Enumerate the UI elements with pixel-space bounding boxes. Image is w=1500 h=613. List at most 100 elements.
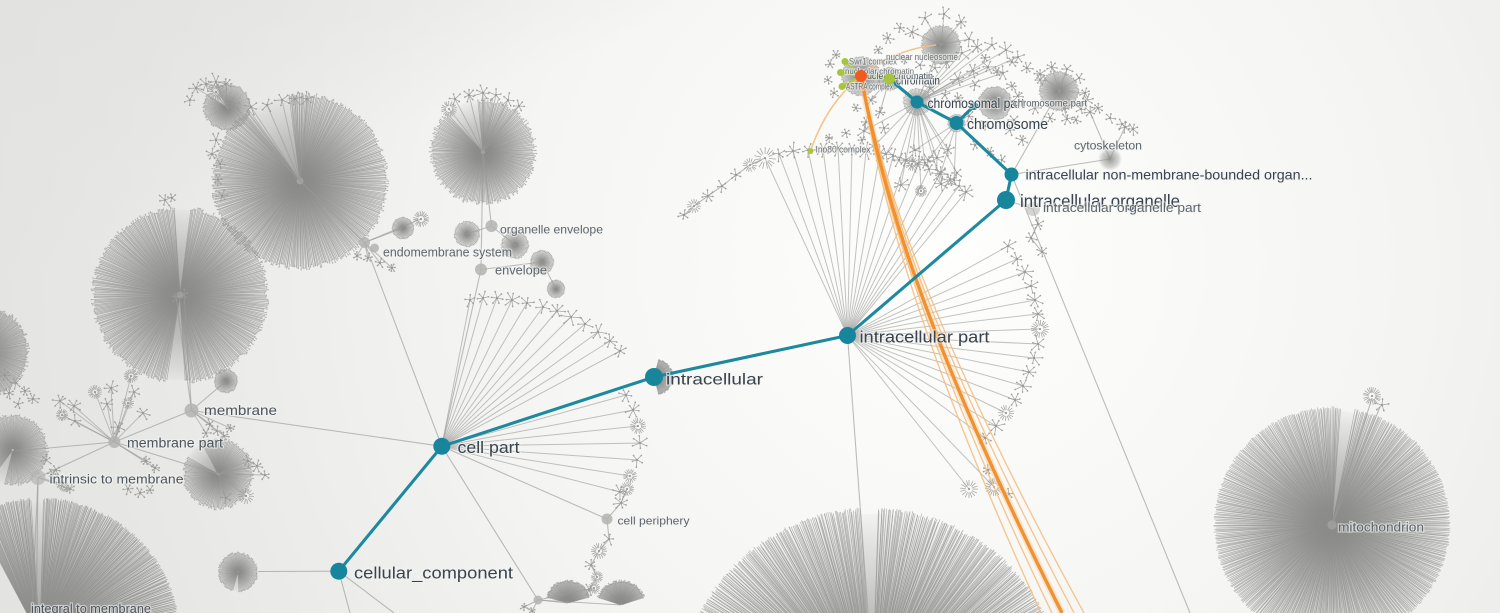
sprig: [823, 75, 833, 85]
sprig: [67, 399, 82, 414]
cluster-bursts: [0, 24, 1451, 613]
sprig: [841, 128, 851, 139]
path-node-chromosome_part_mini[interactable]: [970, 102, 978, 110]
node-label-nuclear-chromatin: nuclear chromatin: [862, 71, 933, 82]
path-node-cellular_component[interactable]: [330, 562, 348, 580]
sprig: [980, 120, 990, 131]
sprig: [220, 431, 230, 441]
sprig: [19, 386, 31, 397]
sprig: [171, 292, 182, 303]
sprig: [988, 419, 1006, 436]
related-node-ino80_complex[interactable]: [807, 148, 814, 154]
term-node-intrinsic_to_membrane[interactable]: [30, 470, 46, 485]
sprig: [1374, 398, 1390, 412]
path-node-intracellular_non_membrane_bounded_organelle[interactable]: [1004, 167, 1019, 182]
sprig: [1059, 103, 1071, 114]
node-label-cytoskeleton: cytoskeleton: [1074, 141, 1142, 153]
sprig: [677, 209, 691, 220]
sprig: [831, 141, 845, 157]
term-node-organelle_envelope[interactable]: [485, 220, 498, 232]
term-node-endomembrane_a[interactable]: [359, 237, 370, 248]
term-node-cell_periphery[interactable]: [601, 513, 613, 525]
sprig: [1030, 319, 1050, 338]
term-node-envelope[interactable]: [475, 263, 487, 276]
node-label-chromosome-part: chromosome part: [1013, 99, 1087, 110]
sprig: [103, 380, 119, 395]
sprig: [980, 53, 991, 62]
sprig: [1031, 217, 1045, 231]
sprig: [1015, 134, 1029, 147]
sprig: [1022, 364, 1037, 379]
sprig: [412, 211, 429, 228]
path-node-cell_part[interactable]: [433, 437, 451, 455]
sprig: [1043, 112, 1056, 123]
sprig: [904, 25, 919, 39]
leaf-sprigs: [0, 6, 1390, 613]
related-node-swr1_complex[interactable]: [841, 58, 849, 65]
sprig: [219, 492, 232, 505]
node-label-swr1-complex: Swr1 complex: [849, 57, 897, 67]
term-node-bottom_hub[interactable]: [533, 595, 543, 605]
node-label-astra-complex: ASTRA complex: [846, 82, 893, 92]
sprig: [46, 469, 57, 480]
term-node-endomembrane_b[interactable]: [370, 243, 379, 253]
sprig: [205, 418, 214, 430]
sprig: [1074, 72, 1086, 85]
node-label-membrane-part: membrane part: [127, 436, 223, 451]
path-node-intracellular[interactable]: [645, 368, 663, 386]
sprig: [287, 91, 303, 106]
related-node-nucleolar_chromatin[interactable]: [837, 69, 844, 76]
sprig: [1083, 105, 1096, 119]
sprig: [1025, 231, 1038, 244]
sprig: [923, 163, 937, 176]
related-node-astra_complex[interactable]: [838, 83, 846, 90]
node-label-endomembrane-system: endomembrane system: [383, 246, 512, 260]
sprig: [1028, 101, 1042, 115]
sprig: [1075, 102, 1086, 115]
sprig: [212, 174, 223, 187]
node-label-intracellular: intracellular: [666, 372, 764, 389]
sprig: [941, 89, 951, 100]
term-node-membrane[interactable]: [184, 403, 199, 418]
sprig: [955, 45, 971, 61]
sprig: [603, 333, 618, 348]
node-label-organelle-envelope: organelle envelope: [500, 223, 603, 237]
sprig: [893, 22, 905, 34]
sprig: [619, 481, 635, 496]
path-node-intracellular_part[interactable]: [839, 327, 856, 344]
sprig: [473, 84, 490, 102]
sprig: [140, 455, 152, 466]
sprig: [211, 425, 222, 437]
sprig: [877, 145, 894, 163]
sprig: [631, 435, 648, 450]
sprig: [3, 387, 14, 400]
sprig: [535, 298, 551, 314]
node-label-chromatin: chromatin: [896, 74, 940, 88]
node-label-envelope: envelope: [495, 264, 547, 278]
path-node-chromosome[interactable]: [949, 116, 964, 130]
sprig: [630, 417, 647, 434]
sprig: [631, 454, 644, 469]
sprig: [1080, 93, 1094, 107]
sprig: [1014, 379, 1032, 393]
sprig: [603, 533, 615, 546]
path-node-intracellular_organelle[interactable]: [997, 191, 1015, 209]
sprig: [1061, 113, 1074, 126]
term-node-cytoskeleton[interactable]: [1097, 146, 1123, 172]
sprig: [929, 63, 941, 74]
selected-node-nuclear_chromatin[interactable]: [855, 70, 867, 82]
sprig: [352, 250, 363, 261]
path-node-chromosomal_part[interactable]: [910, 95, 924, 109]
sprig: [969, 79, 981, 92]
sprig: [464, 293, 476, 308]
sprig: [772, 148, 786, 163]
term-node-membrane_part[interactable]: [108, 436, 121, 448]
term-node-intracellular_organelle_part[interactable]: [1026, 202, 1040, 216]
related-node-chromatin[interactable]: [884, 73, 895, 85]
sprig: [215, 189, 229, 202]
sprig: [1026, 292, 1044, 308]
sprig: [905, 157, 920, 172]
